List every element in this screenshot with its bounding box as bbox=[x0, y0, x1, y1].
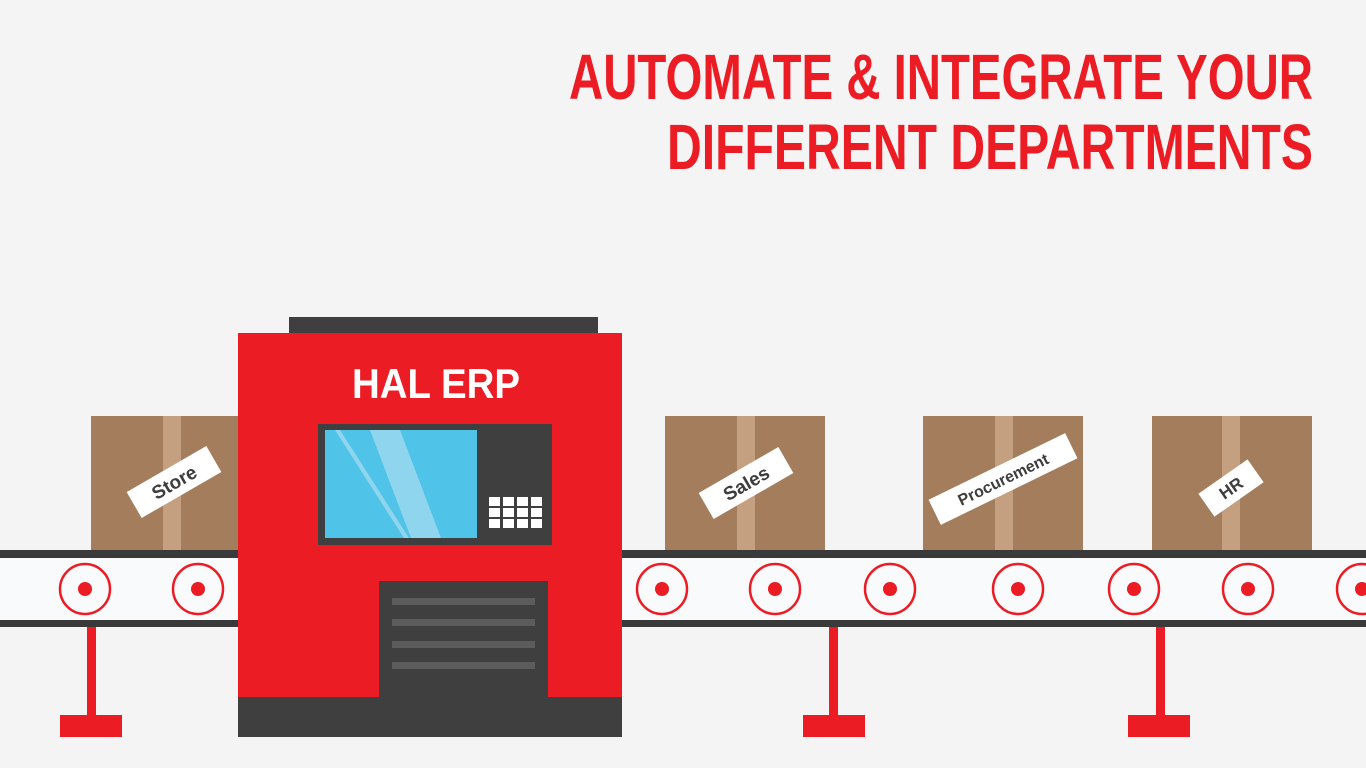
roller-icon bbox=[58, 562, 112, 616]
keypad-key bbox=[531, 508, 542, 517]
roller-icon bbox=[1335, 562, 1366, 616]
keypad-icon bbox=[489, 497, 542, 528]
headline-line-2: DIFFERENT DEPARTMENTS bbox=[667, 111, 1313, 183]
roller-icon bbox=[171, 562, 225, 616]
keypad-key bbox=[503, 508, 514, 517]
box-hr: HR bbox=[1152, 416, 1312, 552]
roller-icon bbox=[1221, 562, 1275, 616]
roller-icon bbox=[863, 562, 917, 616]
machine-door bbox=[379, 581, 548, 699]
keypad-key bbox=[531, 497, 542, 506]
conveyor-leg bbox=[60, 627, 122, 737]
roller-icon bbox=[748, 562, 802, 616]
keypad-key bbox=[489, 519, 500, 528]
roller-icon bbox=[635, 562, 689, 616]
keypad-key bbox=[503, 519, 514, 528]
keypad-key bbox=[531, 519, 542, 528]
roller-icon bbox=[1107, 562, 1161, 616]
keypad-key bbox=[489, 497, 500, 506]
conveyor-belt bbox=[0, 550, 1366, 627]
conveyor-leg bbox=[1128, 627, 1190, 737]
box-sales: Sales bbox=[665, 416, 825, 552]
erp-machine: HAL ERP bbox=[238, 317, 622, 737]
keypad-key bbox=[489, 508, 500, 517]
machine-label: HAL ERP bbox=[352, 360, 520, 407]
box-store: Store bbox=[91, 416, 241, 552]
headline-line-1: AUTOMATE & INTEGRATE YOUR bbox=[569, 41, 1313, 113]
machine-screen-panel bbox=[318, 424, 552, 545]
roller-icon bbox=[991, 562, 1045, 616]
keypad-key bbox=[517, 497, 528, 506]
keypad-key bbox=[517, 508, 528, 517]
box-procurement: Procurement bbox=[923, 416, 1083, 552]
keypad-key bbox=[517, 519, 528, 528]
keypad-key bbox=[503, 497, 514, 506]
rollers bbox=[58, 562, 1366, 616]
conveyor-leg bbox=[803, 627, 865, 737]
